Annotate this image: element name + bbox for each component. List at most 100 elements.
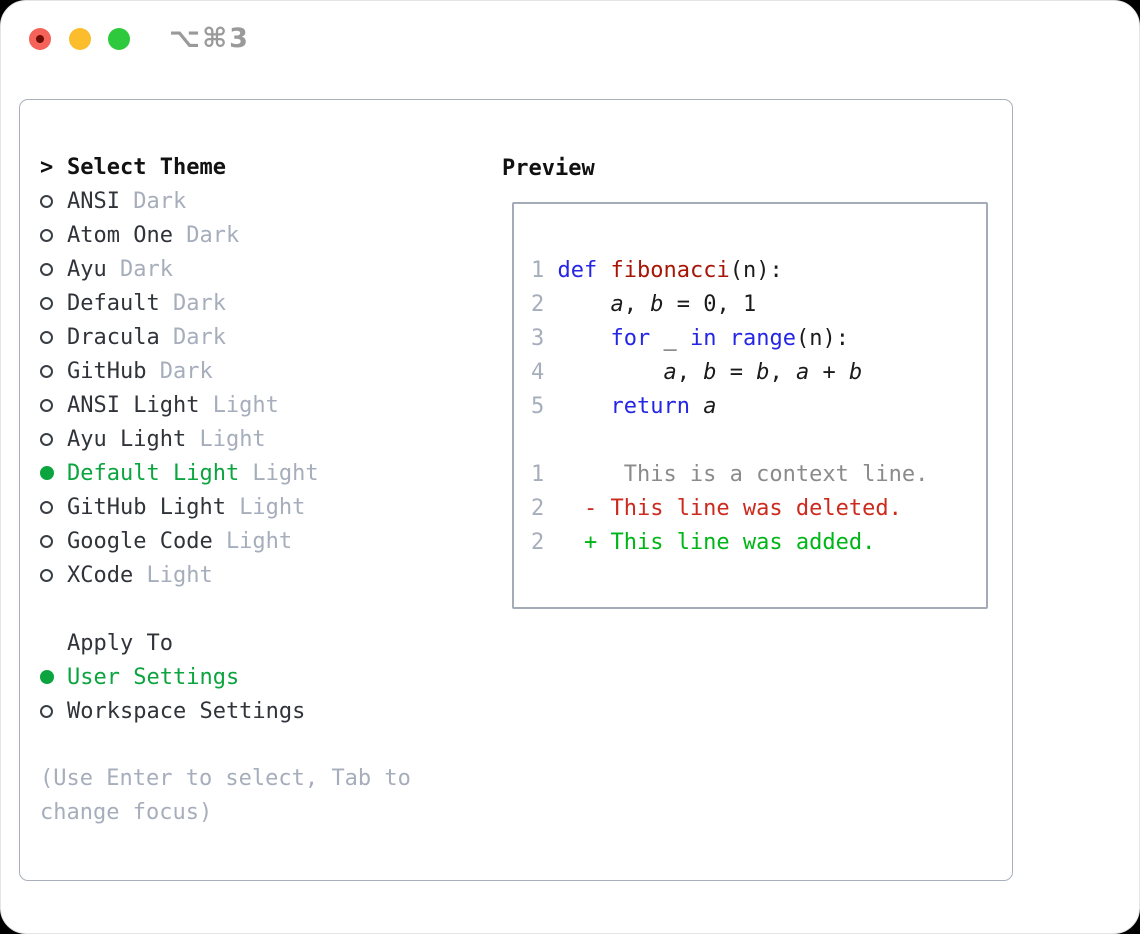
- radio-marker: [40, 262, 67, 276]
- apply-to-header: Apply To: [67, 630, 173, 656]
- code-token-kw: def: [557, 257, 598, 283]
- radio-icon: [40, 262, 53, 276]
- theme-list-header-row: > Select Theme: [40, 150, 319, 184]
- radio-marker: [40, 296, 67, 310]
- theme-item-atom-one-label: Atom One: [67, 222, 173, 248]
- code-token-kw: return: [610, 393, 690, 419]
- code-token-var: b: [650, 291, 664, 317]
- code-token-kw: range: [729, 325, 796, 351]
- radio-icon: [40, 364, 53, 378]
- code-token-kw: for: [610, 325, 651, 351]
- theme-item-github-light-label: GitHub Light: [67, 494, 226, 520]
- code-token-pl: +: [809, 359, 849, 385]
- theme-item-github[interactable]: GitHub Dark: [40, 354, 319, 388]
- code-token-var: b: [756, 359, 770, 385]
- theme-item-tag: Dark: [159, 358, 213, 384]
- theme-item-tag: Dark: [172, 290, 226, 316]
- code-token-ctx: This is a context line.: [557, 461, 929, 487]
- code-token-pl: [690, 394, 703, 419]
- apply-option-workspace-settings[interactable]: Workspace Settings: [40, 694, 305, 728]
- theme-item-ayu-label: Ayu: [67, 256, 107, 282]
- line-number: 1: [531, 461, 545, 487]
- radio-marker: [40, 704, 67, 718]
- theme-item-default[interactable]: Default Dark: [40, 286, 319, 320]
- radio-icon: [40, 398, 53, 412]
- code-token-var: b: [703, 359, 717, 385]
- code-line: 3 for _ in range(n):: [531, 321, 984, 355]
- theme-item-atom-one[interactable]: Atom One Dark: [40, 218, 319, 252]
- close-focus-dot-icon: [36, 35, 44, 43]
- theme-item-default-label: Default: [67, 290, 160, 316]
- cursor-icon: >: [40, 154, 54, 180]
- line-number: 3: [531, 325, 545, 351]
- radio-marker: [40, 194, 67, 208]
- radio-icon: [40, 500, 53, 514]
- theme-item-tag: Dark: [172, 324, 226, 350]
- radio-icon: [40, 330, 53, 344]
- theme-item-xcode-label: XCode: [67, 562, 134, 588]
- radio-marker: [40, 500, 67, 514]
- code-token-pl: _: [650, 325, 690, 351]
- theme-item-github-label: GitHub: [67, 358, 147, 384]
- theme-item-xcode[interactable]: XCode Light: [40, 558, 319, 592]
- code-line: [531, 423, 984, 457]
- title-bar: ⌥⌘3: [1, 1, 1139, 77]
- code-token-add: + This line was added.: [557, 529, 876, 555]
- radio-marker: [40, 466, 67, 480]
- code-token-pl: ,: [676, 359, 704, 385]
- code-token-pl: ,: [769, 359, 796, 385]
- theme-item-tag: Light: [252, 460, 319, 486]
- help-text: (Use Enter to select, Tab to change focu…: [40, 766, 425, 825]
- minimize-button[interactable]: [69, 28, 91, 50]
- radio-selected-icon: [40, 466, 54, 480]
- radio-marker: [40, 228, 67, 242]
- radio-icon: [40, 228, 53, 242]
- line-number: 4: [531, 359, 545, 385]
- line-number: 2: [531, 529, 545, 555]
- code-token-pl: [557, 360, 663, 385]
- apply-option-workspace-settings-label: Workspace Settings: [67, 698, 306, 724]
- close-button[interactable]: [29, 28, 51, 50]
- radio-icon: [40, 432, 53, 446]
- radio-marker: [40, 432, 67, 446]
- radio-marker: [40, 670, 67, 684]
- code-token-var: a: [703, 393, 717, 419]
- zoom-button[interactable]: [108, 28, 130, 50]
- code-line: 2 a, b = 0, 1: [531, 287, 984, 321]
- code-token-var: a: [610, 291, 624, 317]
- code-token-pl: ,: [623, 291, 651, 317]
- code-line: 2 + This line was added.: [531, 525, 984, 559]
- code-token-pl: [597, 258, 610, 283]
- radio-icon: [40, 296, 53, 310]
- line-number: 1: [531, 257, 545, 283]
- code-token-pl: [557, 292, 610, 317]
- apply-to-header-row: Apply To: [40, 626, 305, 660]
- code-token-pl: (n):: [729, 257, 783, 283]
- radio-icon: [40, 194, 53, 208]
- code-token-pl: = 0, 1: [663, 291, 757, 317]
- code-line: 1 This is a context line.: [531, 457, 984, 491]
- code-token-pl: [557, 326, 610, 351]
- theme-item-tag: Dark: [186, 222, 240, 248]
- apply-option-user-settings[interactable]: User Settings: [40, 660, 305, 694]
- radio-selected-icon: [40, 670, 54, 684]
- radio-icon: [40, 534, 53, 548]
- code-token-del: - This line was deleted.: [557, 495, 902, 521]
- theme-item-tag: Light: [146, 562, 213, 588]
- theme-item-tag: Light: [199, 426, 266, 452]
- code-line: 2 - This line was deleted.: [531, 491, 984, 525]
- line-number: 2: [531, 291, 545, 317]
